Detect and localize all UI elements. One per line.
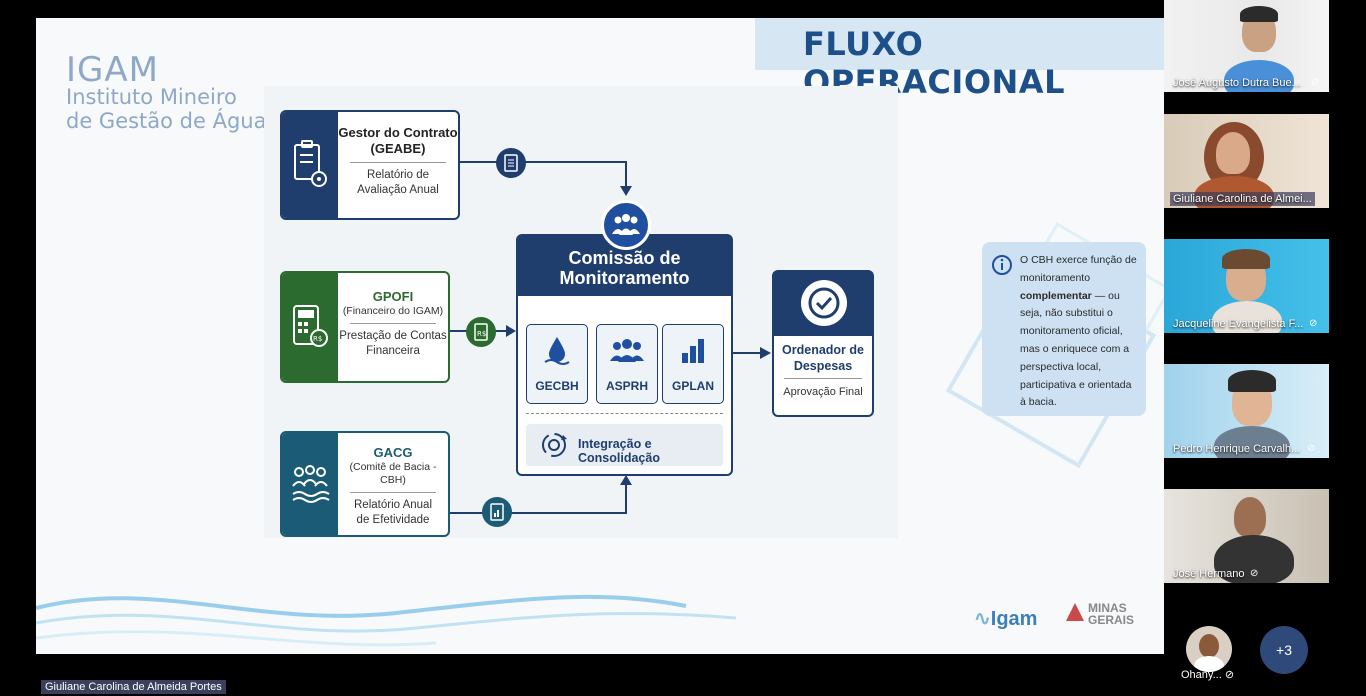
bar-chart-icon bbox=[663, 335, 723, 367]
member-card-gecbh: GECBH bbox=[526, 324, 588, 404]
participant-name: Pedro Henrique Carvalh... bbox=[1173, 443, 1301, 455]
people-group-icon bbox=[597, 335, 657, 367]
ordenador-title-line1: Ordenador de bbox=[782, 343, 864, 357]
triangle-logo-icon bbox=[1066, 603, 1084, 621]
participant-tile[interactable]: José Hermano ⊘ bbox=[1164, 489, 1329, 583]
mg-logo-line2: GERAIS bbox=[1088, 613, 1135, 627]
ordenador-title: Ordenador de Despesas bbox=[774, 342, 872, 374]
igam-subtitle-line1: Instituto Mineiro bbox=[66, 85, 237, 109]
svg-text:R$: R$ bbox=[477, 330, 486, 338]
commission-box: Comissão de Monitoramento GECBH ASPRH G bbox=[516, 234, 733, 476]
ordenador-header bbox=[774, 272, 872, 336]
avatar-name-text: Ohany... bbox=[1181, 669, 1222, 681]
participant-name: Giuliane Carolina de Almei... bbox=[1170, 192, 1315, 206]
money-document-icon: R$ bbox=[466, 317, 496, 347]
igam-logo: ∿Igam bbox=[974, 606, 1037, 631]
igam-title: IGAM bbox=[66, 50, 159, 90]
info-text-before: O CBH exerce função de monitoramento bbox=[1020, 254, 1137, 284]
igam-subtitle-line2: de Gestão de Águas bbox=[66, 109, 278, 133]
participant-tile[interactable]: Giuliane Carolina de Almei... bbox=[1164, 114, 1329, 208]
document-icon bbox=[496, 148, 526, 178]
slide-banner: FLUXO OPERACIONAL bbox=[755, 18, 1164, 101]
water-drop-icon bbox=[527, 335, 587, 367]
card-gpofi: R$ GPOFI (Financeiro do IGAM) Prestação … bbox=[280, 271, 450, 383]
minas-gerais-logo: MINAS GERAIS bbox=[1066, 602, 1134, 626]
participant-tile[interactable]: Pedro Henrique Carvalh... ⊘ bbox=[1164, 364, 1329, 458]
clipboard-gear-icon bbox=[282, 112, 338, 218]
participant-avatar-name: Ohany... ⊘ bbox=[1181, 668, 1234, 681]
sync-gear-icon bbox=[538, 429, 570, 466]
commission-title-line2: Monitoramento bbox=[559, 268, 690, 288]
shared-slide: IGAM Instituto Mineiro de Gestão de Água… bbox=[36, 18, 1164, 654]
ordenador-title-line2: Despesas bbox=[793, 359, 853, 373]
integration-label: Integração e Consolidação bbox=[578, 437, 660, 465]
card-gacg-title: GACG bbox=[373, 445, 413, 460]
igam-logo-text: Igam bbox=[990, 608, 1038, 630]
mic-off-icon: ⊘ bbox=[1250, 568, 1259, 579]
more-participants-button[interactable]: +3 bbox=[1260, 626, 1308, 674]
mic-off-icon: ⊘ bbox=[1307, 443, 1316, 454]
ordenador-desc: Aprovação Final bbox=[783, 386, 863, 398]
participant-avatar[interactable] bbox=[1186, 626, 1232, 672]
member-card-gplan: GPLAN bbox=[662, 324, 724, 404]
report-document-icon bbox=[482, 497, 512, 527]
card-gpofi-desc2: Financeira bbox=[366, 345, 420, 357]
card-gacg-desc2: de Efetividade bbox=[356, 514, 430, 526]
card-geabe-subtitle: (GEABE) bbox=[370, 141, 426, 156]
card-geabe-desc2: Avaliação Anual bbox=[357, 184, 439, 196]
integration-row: Integração e Consolidação bbox=[526, 424, 723, 466]
card-gacg-desc1: Relatório Anual bbox=[354, 499, 432, 511]
card-gacg-subtitle: (Comitê de Bacia - CBH) bbox=[349, 461, 437, 486]
presenter-name-label: Giuliane Carolina de Almeida Portes bbox=[41, 680, 226, 694]
commission-divider bbox=[526, 413, 723, 414]
member-gecbh-label: GECBH bbox=[535, 379, 579, 393]
card-gpofi-desc1: Prestação de Contas bbox=[339, 330, 447, 342]
card-gacg: GACG (Comitê de Bacia - CBH) Relatório A… bbox=[280, 431, 450, 537]
info-text: O CBH exerce função de monitoramento com… bbox=[1020, 252, 1138, 412]
participant-name: José Hermano bbox=[1173, 568, 1245, 580]
community-water-icon bbox=[282, 433, 338, 535]
ordenador-card: Ordenador de Despesas Aprovação Final bbox=[772, 270, 874, 417]
card-gpofi-subtitle: (Financeiro do IGAM) bbox=[342, 305, 444, 317]
mic-off-icon: ⊘ bbox=[1311, 77, 1320, 88]
card-geabe-desc1: Relatório de bbox=[366, 169, 429, 181]
participant-tile[interactable]: José Augusto Dutra Bue... ⊘ bbox=[1164, 0, 1329, 92]
mic-off-icon: ⊘ bbox=[1309, 318, 1318, 329]
checkmark-icon bbox=[801, 280, 847, 326]
member-gplan-label: GPLAN bbox=[672, 379, 714, 393]
card-geabe: Gestor do Contrato (GEABE) Relatório de … bbox=[280, 110, 460, 220]
member-asprh-label: ASPRH bbox=[605, 379, 648, 393]
mic-off-icon: ⊘ bbox=[1224, 669, 1235, 681]
participant-tile[interactable]: Jacqueline Evangelista F... ⊘ bbox=[1164, 239, 1329, 333]
wave-decoration bbox=[36, 594, 736, 647]
svg-text:R$: R$ bbox=[313, 335, 322, 343]
member-card-asprh: ASPRH bbox=[596, 324, 658, 404]
calculator-icon: R$ bbox=[282, 273, 338, 381]
commission-people-icon bbox=[601, 200, 651, 250]
participant-name: Jacqueline Evangelista F... bbox=[1173, 318, 1304, 330]
mg-logo-line1: MINAS bbox=[1088, 601, 1127, 615]
info-text-bold: complementar bbox=[1020, 289, 1092, 302]
card-geabe-title: Gestor do Contrato bbox=[338, 125, 458, 140]
info-icon bbox=[991, 254, 1013, 281]
participant-name: José Augusto Dutra Bue... bbox=[1173, 77, 1301, 89]
commission-title-line1: Comissão de bbox=[568, 248, 681, 268]
info-text-after: — ou seja, não substitui o monitoramento… bbox=[1020, 289, 1132, 409]
logo-mark-icon: ∿ bbox=[974, 608, 991, 630]
card-gpofi-title: GPOFI bbox=[372, 289, 414, 304]
info-callout: O CBH exerce função de monitoramento com… bbox=[982, 242, 1146, 416]
